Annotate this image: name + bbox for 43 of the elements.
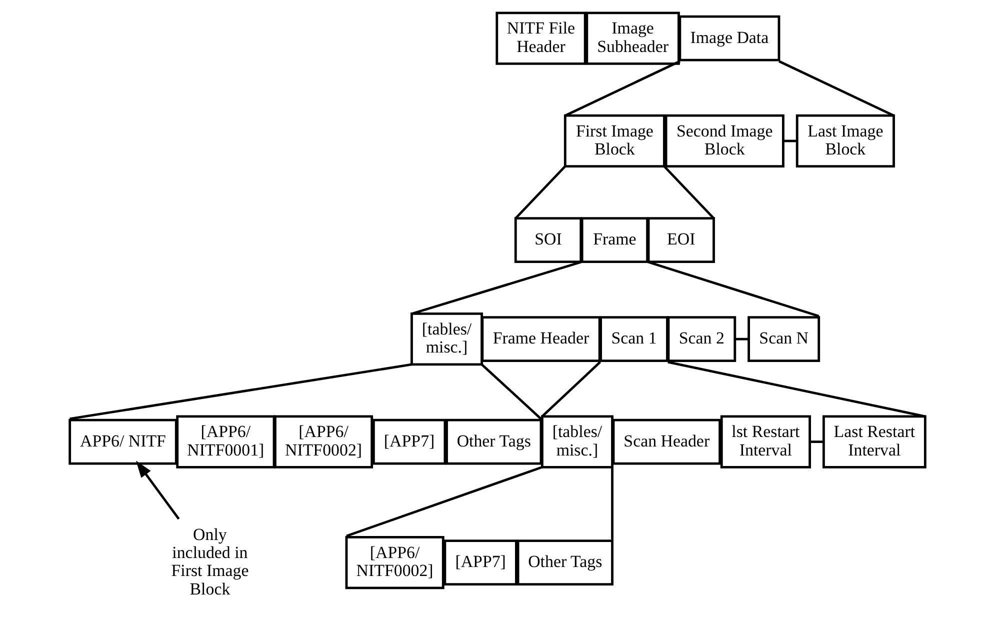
connector (346, 466, 542, 538)
connector (610, 467, 613, 540)
node-box: Last Image Block (795, 114, 894, 168)
node-box: [APP6/ NITF0001] (176, 415, 275, 468)
connector (480, 364, 542, 420)
node-box: [APP7] (372, 418, 446, 465)
connector (662, 166, 714, 220)
node-box: Scan Header (612, 418, 720, 465)
node-box: SOI (514, 217, 582, 263)
connector (667, 360, 925, 418)
node-box: EOI (646, 217, 714, 263)
node-box: [APP7] (443, 540, 517, 586)
node-box: Last Restart Interval (822, 415, 926, 468)
node-box: Image Data (678, 15, 780, 62)
arrow (135, 460, 180, 520)
node-box: Frame (580, 217, 648, 263)
node-box: Other Tags (516, 540, 613, 586)
node-box: Frame Header (480, 316, 600, 362)
node-box: Image Subheader (585, 12, 680, 65)
connector (734, 338, 748, 340)
node-box: [tables/ misc.] (540, 415, 613, 468)
node-box: lst Restart Interval (720, 415, 810, 468)
node-box: [tables/ misc.] (410, 312, 482, 366)
node-box: Second Image Block (664, 114, 784, 168)
node-box: Scan N (747, 316, 820, 362)
connector (514, 166, 566, 220)
node-box: [APP6/ NITF0002] (344, 536, 444, 590)
node-box: First Image Block (563, 114, 665, 168)
node-box: Scan 1 (599, 316, 668, 362)
node-box: APP6/ NITF (68, 418, 177, 465)
connector (646, 260, 819, 318)
connector (540, 361, 601, 418)
node-box: Scan 2 (666, 316, 736, 362)
connector (564, 60, 680, 117)
connector (778, 60, 894, 117)
connector (809, 440, 824, 443)
connector (69, 363, 412, 420)
connector (782, 140, 797, 142)
node-box: Other Tags (445, 418, 542, 465)
node-box: NITF File Header (495, 12, 586, 65)
node-text: Only included in First Image Block (170, 524, 248, 598)
node-box: [APP6/ NITF0002] (274, 415, 373, 468)
connector (410, 260, 582, 315)
